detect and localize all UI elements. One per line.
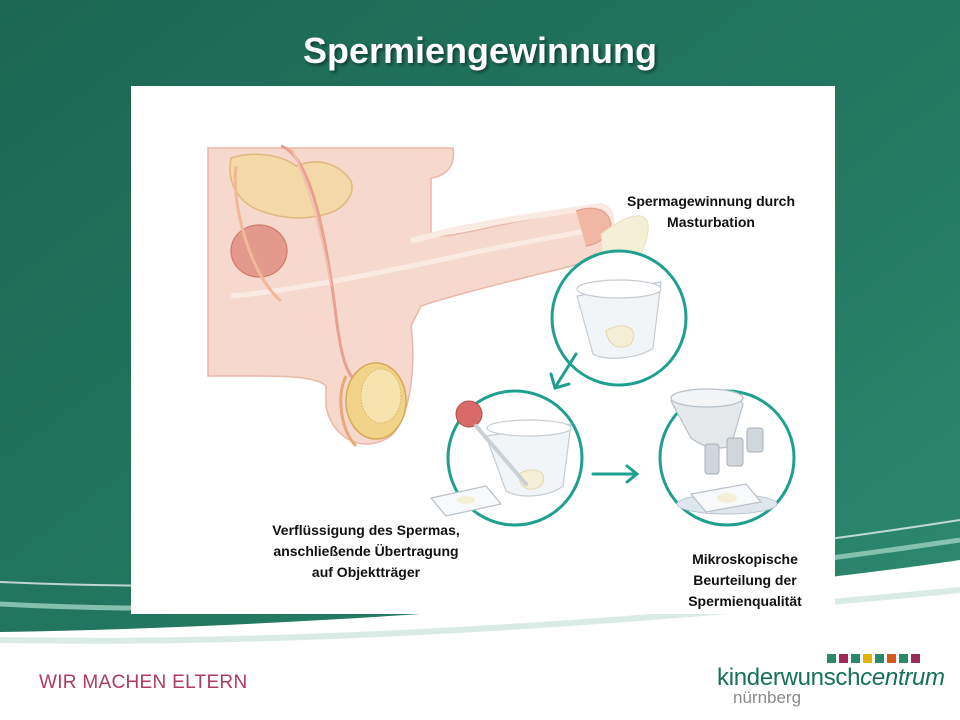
step-3-caption: Mikroskopische Beurteilung der Spermienq… [688, 551, 802, 609]
diagram-panel: Spermagewinnung durch Masturbation Verfl… [131, 86, 835, 614]
step-1-caption: Spermagewinnung durch Masturbation [626, 193, 795, 230]
slide-title: Spermiengewinnung [302, 30, 658, 71]
logo-square [863, 654, 872, 663]
step-2-caption: Verflüssigung des Spermas, anschließende… [272, 522, 460, 580]
logo-name: kinderwunschcentrum [717, 664, 945, 692]
footer-slogan: WIR MACHEN ELTERN [39, 672, 248, 693]
step-2-transfer-circle [429, 389, 584, 527]
logo-square [875, 654, 884, 663]
step-3-microscope-circle [658, 388, 796, 527]
logo-color-squares [827, 654, 920, 663]
logo-square [911, 654, 920, 663]
logo-city: nürnberg [733, 688, 802, 707]
male-anatomy-illustration [207, 144, 615, 448]
logo-square [887, 654, 896, 663]
logo-square [827, 654, 836, 663]
sperm-collection-illustration [207, 144, 796, 527]
step-1-collection-circle [550, 249, 688, 387]
arrow-step2-to-step3 [591, 464, 640, 484]
arrow-step1-to-step2 [549, 352, 578, 390]
clinic-logo: kinderwunschcentrum nürnberg [715, 650, 950, 710]
logo-name-regular: kinderwunsch [717, 664, 861, 691]
logo-square [839, 654, 848, 663]
logo-name-italic: centrum [860, 664, 945, 691]
logo-square [899, 654, 908, 663]
logo-square [851, 654, 860, 663]
